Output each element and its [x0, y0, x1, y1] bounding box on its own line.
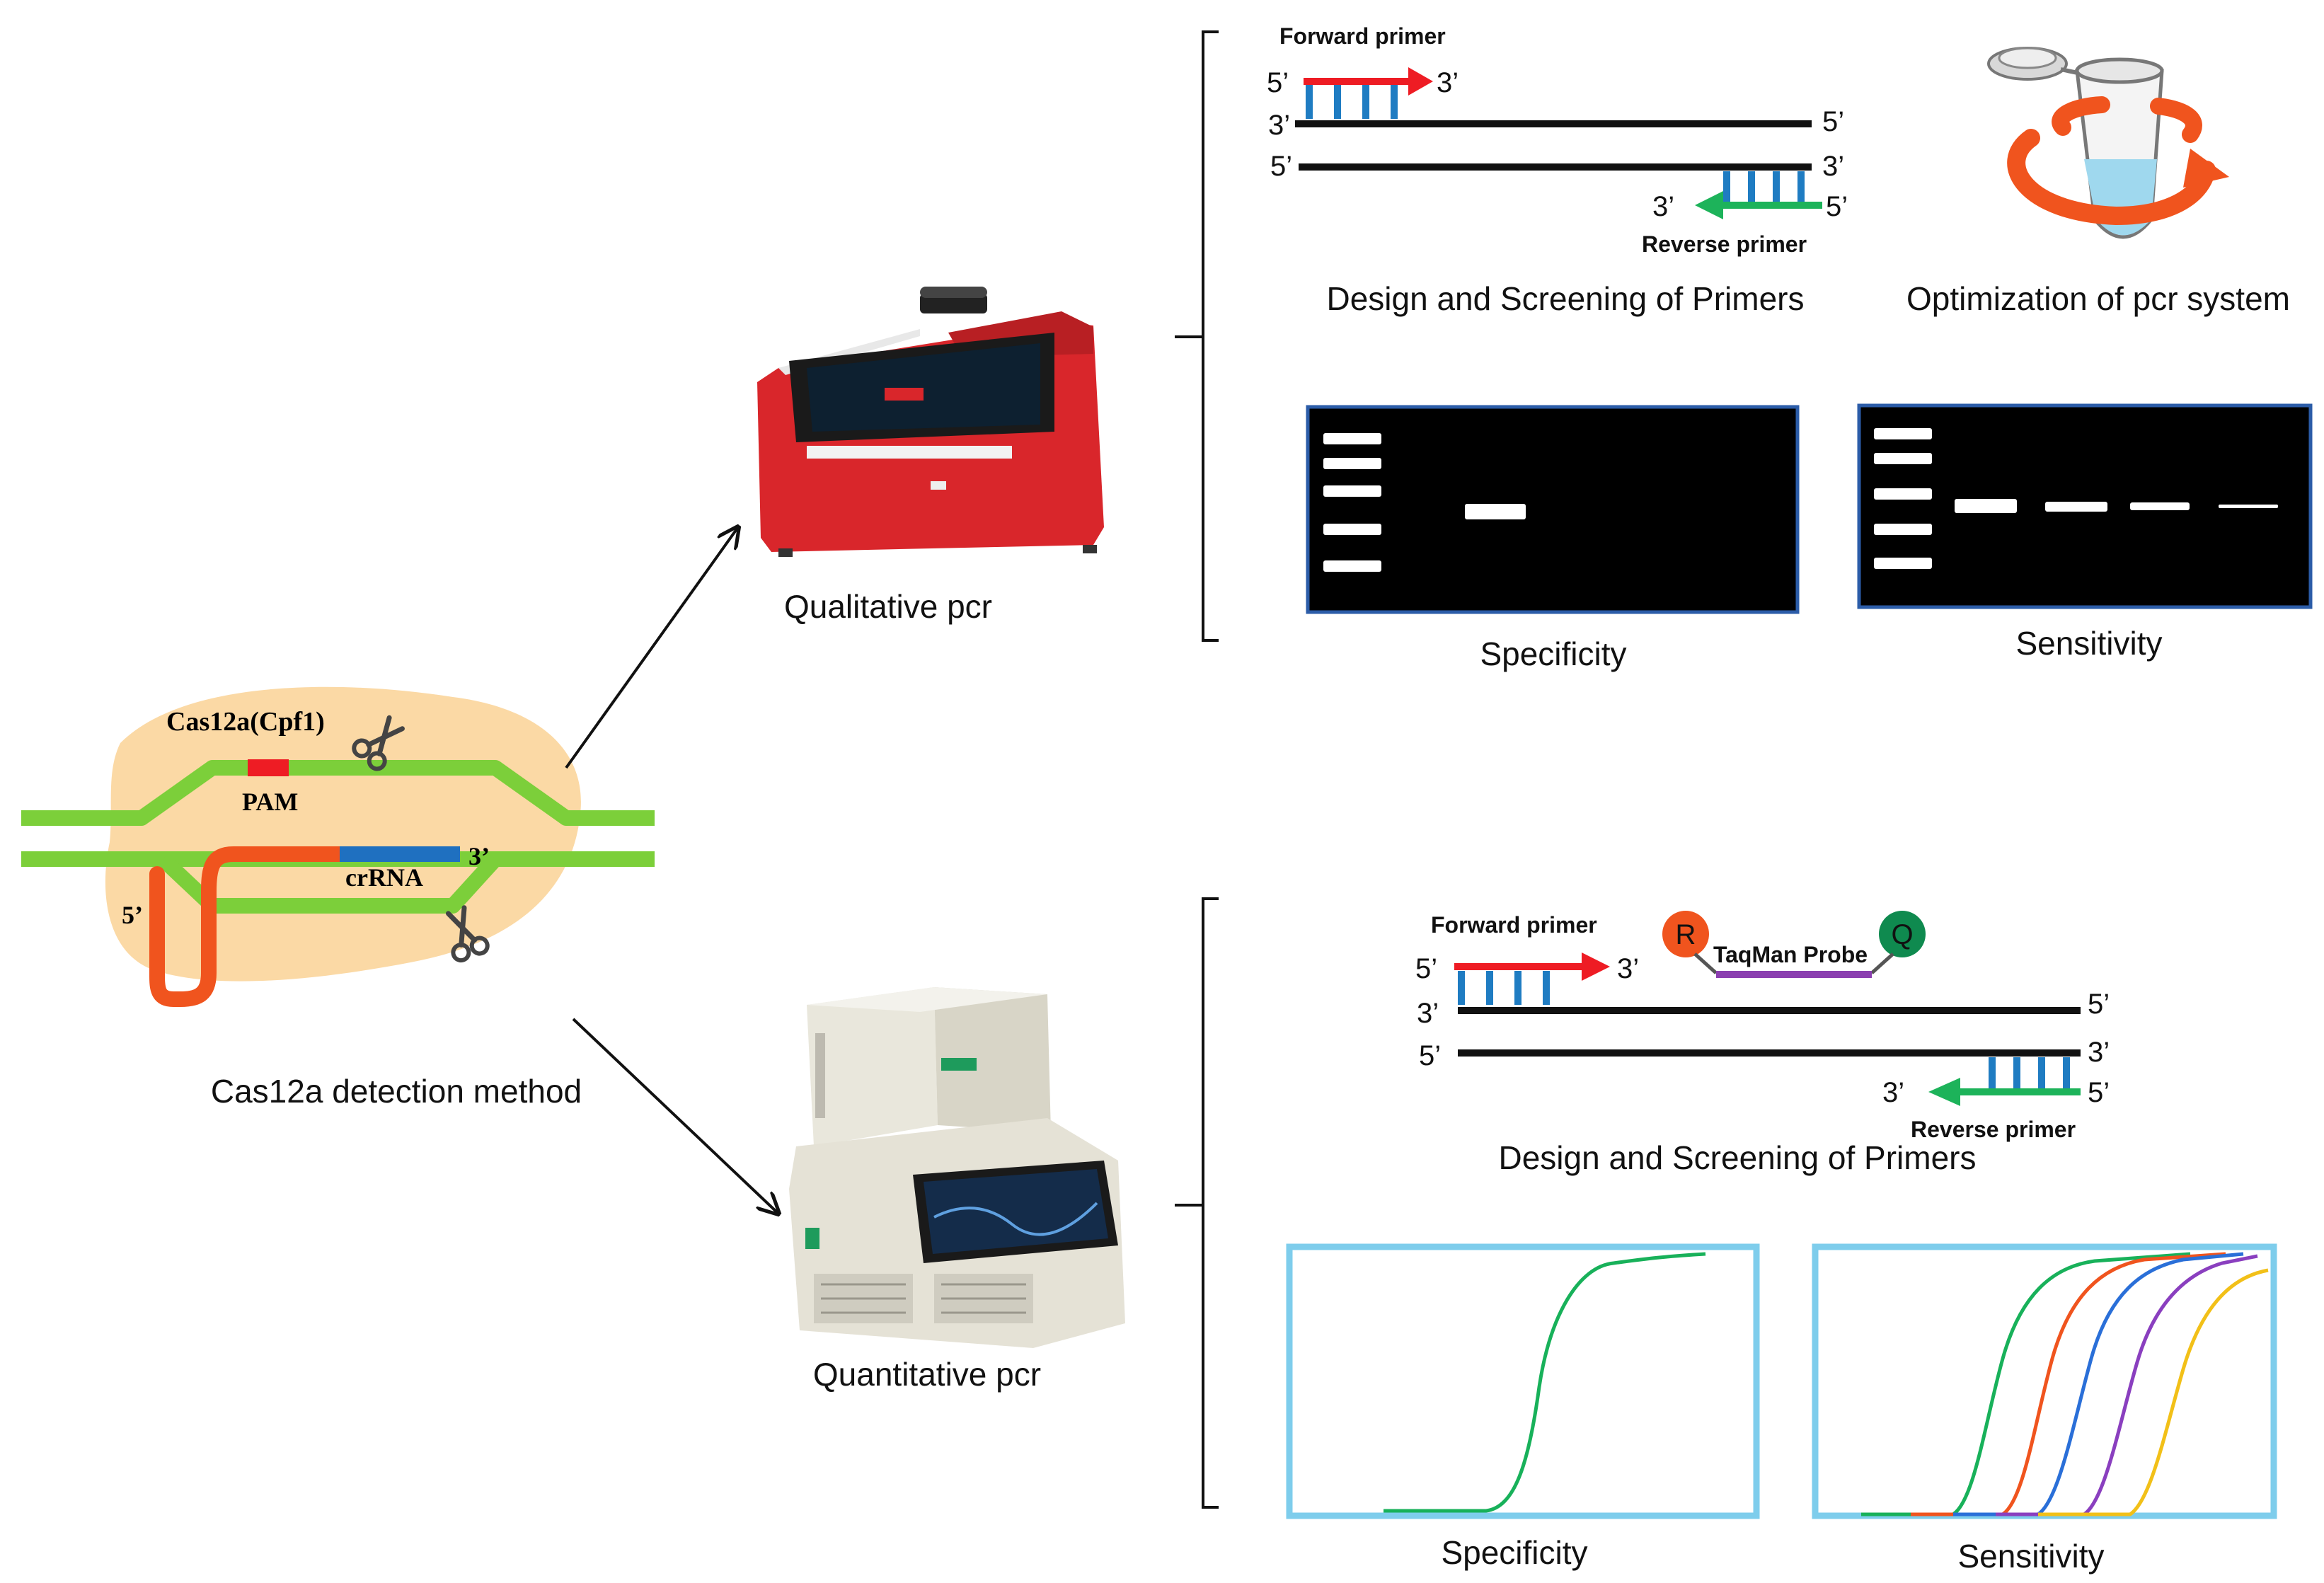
reverse-primer-label: Reverse primer	[1642, 231, 1807, 257]
amplification-curve	[1953, 1252, 2244, 1516]
q-bot-5-end: 5’	[1419, 1040, 1441, 1071]
q-fwd-3-end: 3’	[1617, 953, 1639, 984]
q-top-5-end: 5’	[2088, 989, 2110, 1020]
sensitivity-gel	[1857, 403, 2313, 609]
qual-sensitivity-caption: Sensitivity	[2015, 625, 2162, 662]
quencher-dye	[1879, 911, 1926, 957]
amplification-curve	[1384, 1252, 1706, 1513]
qpcr-specificity-caption: Specificity	[1441, 1534, 1587, 1571]
qual-specificity-caption: Specificity	[1480, 635, 1626, 672]
rev-5-end: 5’	[1826, 191, 1848, 222]
q-fwd-5-end: 5’	[1415, 953, 1437, 984]
amplification-curve	[1911, 1252, 2226, 1516]
amplification-curve	[1861, 1252, 2191, 1516]
q-forward-primer-label: Forward primer	[1431, 912, 1597, 938]
q-bot-3-end: 3’	[2088, 1037, 2110, 1068]
crrna-guide	[340, 846, 460, 862]
real-time-pcr-image	[789, 987, 1125, 1348]
forward-primer-label: Forward primer	[1279, 23, 1446, 49]
forward-primer-arrowhead	[1408, 67, 1433, 96]
quantitative-bracket	[1175, 897, 1219, 1509]
cas12a-illustration: Cas12a(Cpf1) PAM crRNA 3’ 5’	[21, 686, 655, 1007]
specificity-curve-plot	[1286, 1243, 1760, 1519]
quencher-letter: Q	[1891, 919, 1913, 950]
q-top-3-end: 3’	[1417, 998, 1439, 1029]
bot-3-end: 3’	[1822, 151, 1844, 182]
qpcr-primer-design: Forward primer 5’ 3’ R Q TaqMan Probe 3’…	[1415, 911, 2110, 1142]
gel-ladder	[1874, 428, 1932, 569]
fwd-5-end: 5’	[1267, 67, 1289, 98]
qual-primer-caption: Design and Screening of Primers	[1327, 280, 1805, 317]
reporter-dye	[1662, 911, 1709, 957]
centrifuge-tube-icon	[1987, 47, 2229, 239]
crrna-label: crRNA	[345, 863, 423, 892]
arrow-to-quantitative	[572, 1018, 778, 1214]
amplification-curve	[1996, 1254, 2258, 1516]
q-rev-5-end: 5’	[2088, 1077, 2110, 1108]
qualitative-bracket	[1175, 30, 1219, 642]
crrna-5-end: 5’	[122, 901, 143, 929]
target-band	[1465, 504, 1526, 519]
reverse-base-pairs	[1723, 171, 1805, 205]
taqman-probe-label: TaqMan Probe	[1713, 942, 1868, 967]
qualitative-caption: Qualitative pcr	[784, 588, 992, 625]
dilution-bands	[1955, 499, 2278, 513]
q-rev-3-end: 3’	[1882, 1077, 1904, 1108]
sensitivity-curve-plot	[1812, 1243, 2277, 1519]
bot-5-end: 5’	[1270, 151, 1292, 182]
quantitative-caption: Quantitative pcr	[813, 1356, 1041, 1393]
pam-label: PAM	[242, 788, 298, 816]
cas12a-caption: Cas12a detection method	[211, 1073, 582, 1110]
qual-primer-design: Forward primer 5’ 3’ 3’ 5’ 5’ 3’ 3’ 5’ R…	[1267, 23, 1848, 257]
reporter-letter: R	[1676, 919, 1696, 950]
optimization-caption: Optimization of pcr system	[1906, 280, 2290, 317]
rotation-arrow	[2007, 129, 2216, 226]
crrna-strand	[149, 846, 347, 1007]
q-reverse-primer-label: Reverse primer	[1911, 1117, 2076, 1142]
qpcr-primer-caption: Design and Screening of Primers	[1499, 1139, 1977, 1176]
cas12a-label: Cas12a(Cpf1)	[166, 707, 325, 737]
fwd-3-end: 3’	[1437, 67, 1459, 98]
scissors-icon	[352, 715, 405, 771]
top-3-end: 3’	[1268, 110, 1290, 141]
q-forward-base-pairs	[1458, 971, 1550, 1005]
forward-base-pairs	[1306, 85, 1398, 119]
reverse-primer-arrowhead	[1695, 191, 1723, 219]
rev-3-end: 3’	[1652, 191, 1674, 222]
thermal-cycler-image	[757, 287, 1104, 557]
qpcr-sensitivity-caption: Sensitivity	[1957, 1538, 2104, 1575]
amplification-curve	[2038, 1268, 2269, 1516]
gel-ladder	[1323, 433, 1381, 572]
pam-site	[248, 759, 289, 776]
q-reverse-base-pairs	[1989, 1057, 2070, 1091]
crrna-3-end: 3’	[468, 842, 490, 870]
scissors-icon	[445, 905, 490, 963]
top-5-end: 5’	[1822, 106, 1844, 137]
arrow-to-qualitative	[565, 527, 738, 769]
specificity-gel	[1306, 405, 1800, 614]
